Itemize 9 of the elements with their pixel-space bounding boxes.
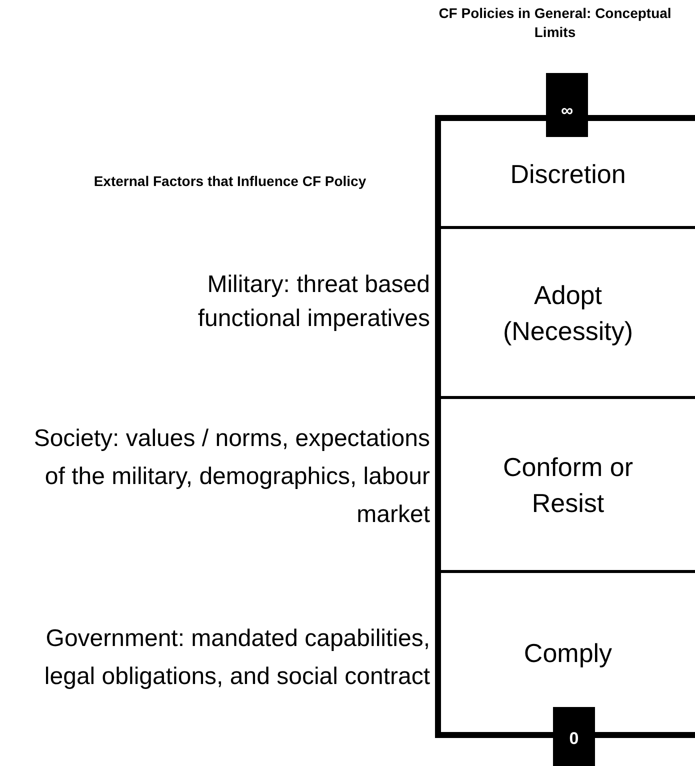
policy-row: Conform or Resist <box>441 396 695 570</box>
factor-text: Military: threat based functional imperatives <box>196 270 430 334</box>
panel-heading: External Factors that Influence CF Policy <box>92 172 368 191</box>
factor-text: Society: values / norms, expectations of the military, demographics, labour market <box>32 424 430 530</box>
policy-row: Adopt (Necessity) <box>441 226 695 396</box>
diagram-title: CF Policies in General: Conceptual Limits <box>438 4 672 42</box>
limit-tag: 0 <box>553 707 595 766</box>
factor-text: Government: mandated capabilities, legal obligations, and social contract <box>43 624 430 692</box>
limit-tag: ∞ <box>546 73 588 137</box>
